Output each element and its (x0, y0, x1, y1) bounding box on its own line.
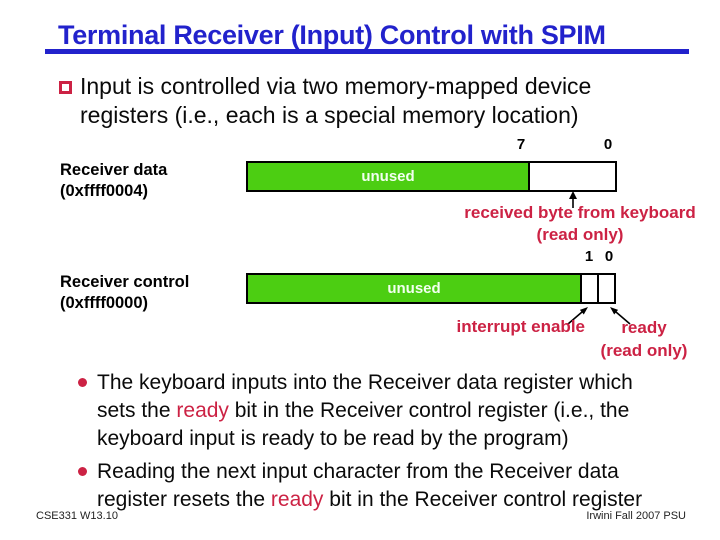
receiver-control-bit-high-label: 1 (584, 248, 594, 265)
receiver-control-bit-low-label: 0 (604, 248, 614, 265)
receiver-data-register-diagram: unused (246, 161, 617, 192)
interrupt-enable-arrow-icon (567, 307, 588, 325)
bullet-dot-icon (78, 467, 87, 476)
ready-arrow-icon (610, 307, 631, 325)
note-1-text: The keyboard inputs into the Receiver da… (97, 371, 633, 450)
interrupt-enable-bit-cell (582, 275, 599, 302)
bullet-dot-icon (78, 378, 87, 387)
ready-annotation: ready (read only) (600, 318, 688, 360)
receiver-data-unused-field: unused (248, 163, 530, 190)
ready-highlight: ready (176, 399, 229, 422)
receiver-data-byte-field (530, 163, 615, 190)
note-2-text: Reading the next input character from th… (97, 460, 643, 511)
receiver-data-bit-high-label: 7 (516, 136, 526, 153)
receiver-control-unused-field: unused (248, 275, 582, 302)
receiver-data-bit-low-label: 0 (603, 136, 613, 153)
received-byte-arrow-icon (569, 191, 577, 208)
bullet-square-icon (59, 81, 72, 94)
list-item: Reading the next input character from th… (78, 458, 642, 514)
page-title: Terminal Receiver (Input) Control with S… (58, 20, 606, 50)
ready-bit-cell (599, 275, 614, 302)
receiver-control-register-diagram: unused (246, 273, 616, 304)
ready-highlight: ready (270, 488, 324, 511)
list-item: The keyboard inputs into the Receiver da… (78, 369, 642, 453)
footer-course-code: CSE331 W13.10 (36, 510, 118, 522)
notes-list: The keyboard inputs into the Receiver da… (78, 369, 642, 519)
intro-line-2: registers (i.e., each is a special memor… (80, 102, 579, 128)
interrupt-enable-annotation: interrupt enable (456, 317, 585, 336)
received-byte-annotation: received byte from keyboard (read only) (464, 203, 696, 244)
receiver-control-label: Receiver control (0xffff0000) (60, 273, 190, 312)
title-underline (45, 49, 689, 54)
receiver-data-label: Receiver data (0xffff0004) (60, 161, 168, 200)
intro-paragraph: Input is controlled via two memory-mappe… (80, 72, 591, 130)
intro-line-1: Input is controlled via two memory-mappe… (80, 73, 592, 99)
footer-credit: Irwini Fall 2007 PSU (586, 510, 686, 522)
